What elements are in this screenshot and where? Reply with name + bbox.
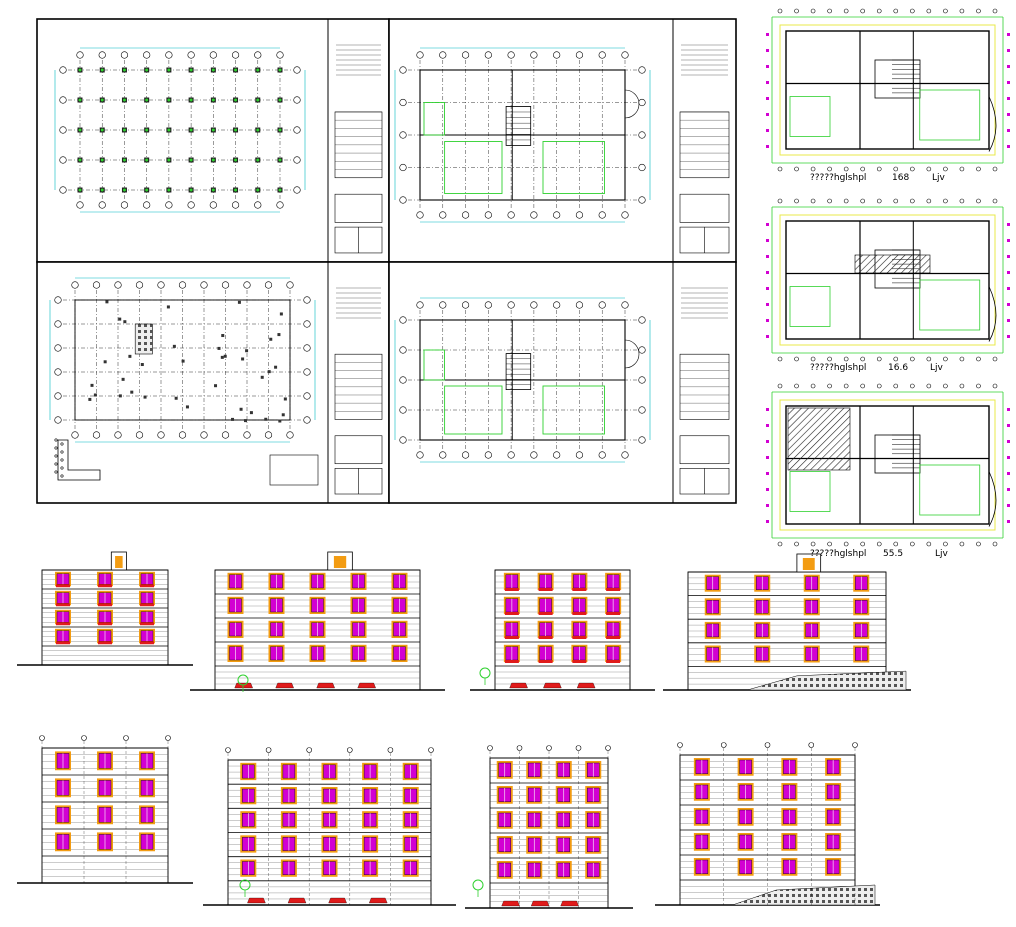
caption-value: 16.6 — [888, 363, 908, 373]
sheet-column-layout — [37, 19, 389, 262]
caption-value: 168 — [892, 173, 909, 183]
caption-label: ?????hglshpl — [810, 173, 866, 183]
floor-plan-right-3 — [766, 384, 1010, 546]
caption-unit: Ljv — [932, 173, 945, 183]
section-side-2 — [655, 743, 880, 906]
elevation-side-2 — [663, 554, 911, 690]
caption-label: ?????hglshpl — [810, 549, 866, 559]
caption-unit: Ljv — [935, 549, 948, 559]
caption-label: ?????hglshpl — [810, 363, 866, 373]
elevation-side-1 — [190, 552, 445, 690]
caption-value: 55.5 — [883, 549, 903, 559]
sheet-floor-plan-upper — [389, 19, 736, 262]
section-rear-1 — [465, 746, 633, 909]
floor-plan-right-2 — [766, 199, 1010, 361]
section-front-1 — [17, 736, 193, 884]
caption-unit: Ljv — [930, 363, 943, 373]
elevation-rear-1 — [470, 570, 655, 690]
floor-plan-right-1 — [766, 9, 1010, 171]
elevation-front-1 — [17, 552, 193, 665]
